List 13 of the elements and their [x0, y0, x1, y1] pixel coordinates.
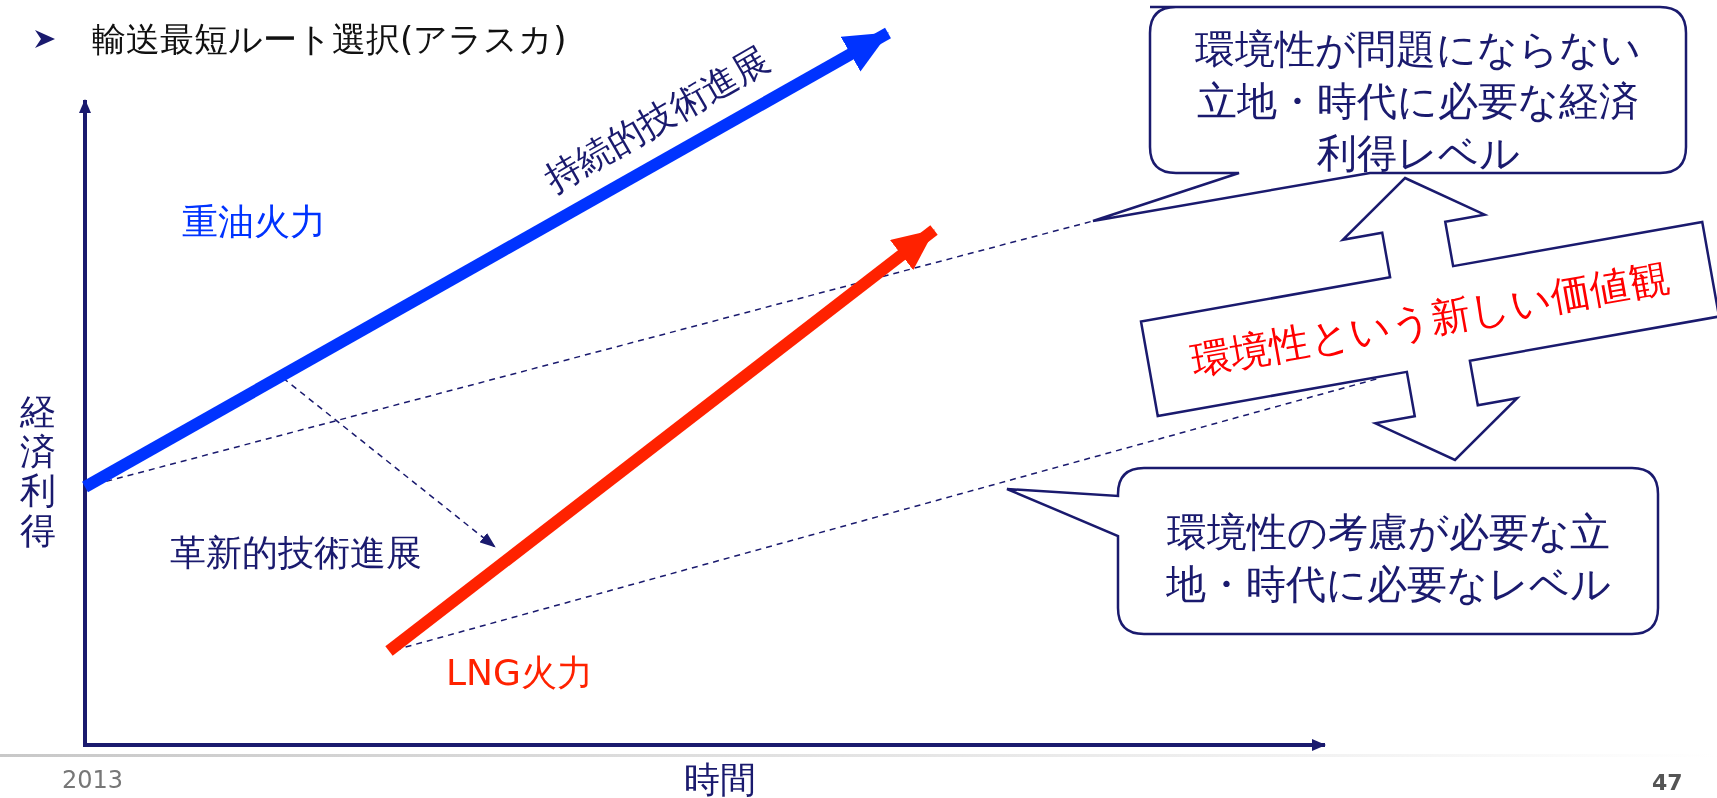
- line-label: 革新的技術進展: [170, 535, 422, 571]
- axis-title: 時間: [684, 762, 756, 798]
- page-number: 47: [1652, 772, 1683, 794]
- speech-bubble: [1090, 5, 1690, 225]
- edge-label: 環境性という新しい価値観: [1187, 256, 1673, 382]
- axis-title: 経済利得: [20, 392, 56, 551]
- double-arrow: [1139, 176, 1717, 462]
- series-label: 重油火力: [182, 204, 326, 240]
- year-text: 2013: [62, 768, 124, 792]
- callout-text: 環境性の考慮が必要な立地・時代に必要なレベル: [1164, 508, 1612, 609]
- callout-text: 環境性が問題にならない立地・時代に必要な経済利得レベル: [1194, 25, 1642, 178]
- slide-title: 輸送最短ルート選択(アラスカ): [92, 22, 567, 56]
- series-label: LNG火力: [446, 655, 593, 691]
